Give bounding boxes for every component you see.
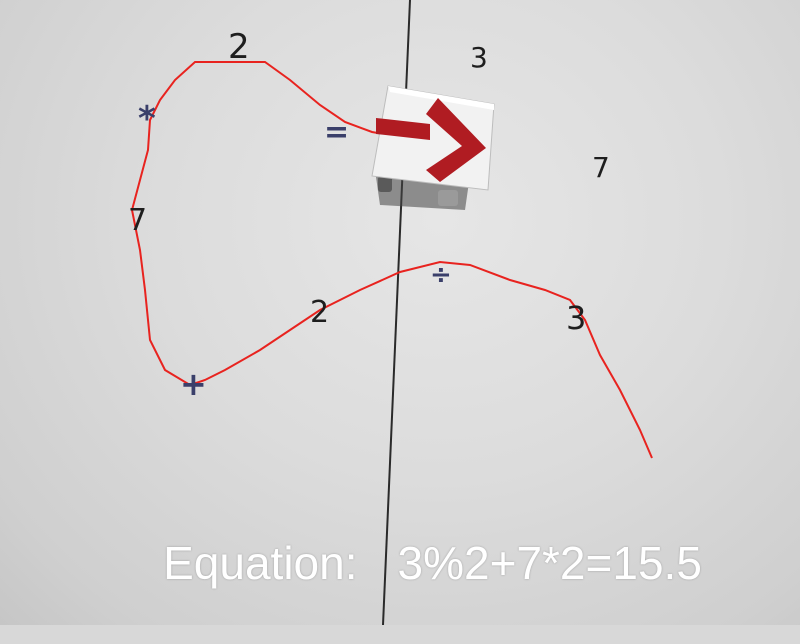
- right-arrow-icon: [376, 98, 486, 182]
- robot: [371, 85, 495, 210]
- equation-label: Equation:: [163, 537, 358, 589]
- equation-caption: Equation: 3%2+7*2=15.5: [112, 482, 702, 644]
- plus-operator: +: [180, 365, 207, 403]
- number-3-top: 3: [470, 41, 488, 74]
- number-7-left: 7: [128, 203, 148, 238]
- number-2-top: 2: [228, 27, 250, 67]
- number-2-mid: 2: [310, 295, 330, 330]
- number-3-right: 3: [566, 299, 587, 337]
- number-7-right: 7: [592, 151, 610, 184]
- whiteboard-scene: 2 3 * = 7 7 ÷ 2 3 + Equation: 3%2+7*2=15.…: [0, 0, 800, 625]
- equals-operator: =: [324, 115, 350, 150]
- robot-path: [130, 61, 653, 459]
- divide-operator: ÷: [430, 260, 452, 290]
- robot-wheel-icon: [378, 176, 392, 192]
- equation-value: 3%2+7*2=15.5: [397, 537, 702, 589]
- star-operator: *: [138, 99, 156, 139]
